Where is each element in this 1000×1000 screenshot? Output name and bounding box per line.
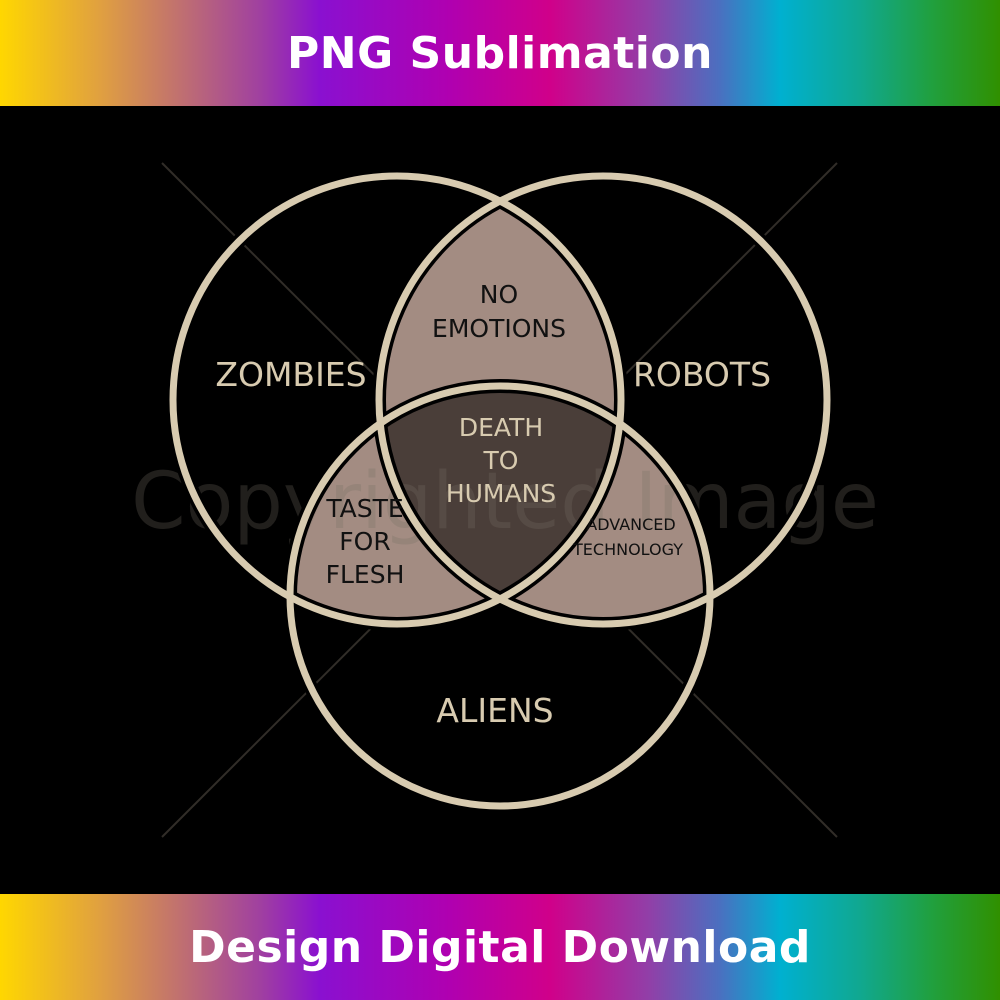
svg-text:FLESH: FLESH — [326, 560, 405, 589]
circle-zombies — [169, 172, 625, 628]
svg-text:EMOTIONS: EMOTIONS — [432, 314, 566, 343]
label-aliens: ALIENS — [436, 691, 553, 730]
watermark-text: Copyrighted Image — [131, 457, 879, 547]
circle-outlines — [166, 169, 834, 813]
svg-text:DEATH: DEATH — [459, 413, 543, 442]
circle-aliens — [286, 382, 714, 810]
svg-text:TASTE: TASTE — [325, 494, 403, 523]
svg-text:ADVANCED: ADVANCED — [586, 515, 675, 534]
venn-diagram: Copyrighted Image ZOMBIES ROBOTS ALIENS … — [131, 162, 879, 838]
bottom-banner: Design Digital Download — [0, 894, 1000, 1000]
top-banner: PNG Sublimation — [0, 0, 1000, 106]
label-taste-for-flesh: TASTE FOR FLESH — [325, 494, 404, 589]
label-death-to-humans: DEATH TO HUMANS — [446, 413, 556, 508]
label-advanced-technology: ADVANCED TECHNOLOGY — [572, 515, 683, 559]
svg-text:NO: NO — [480, 280, 518, 309]
svg-text:HUMANS: HUMANS — [446, 479, 556, 508]
circle-robots — [375, 172, 831, 628]
banner-subtitle: Design Digital Download — [189, 921, 811, 973]
label-robots: ROBOTS — [633, 355, 771, 394]
venn-stage: Copyrighted Image ZOMBIES ROBOTS ALIENS … — [0, 106, 1000, 894]
svg-text:TECHNOLOGY: TECHNOLOGY — [572, 540, 683, 559]
svg-text:TO: TO — [483, 446, 519, 475]
label-zombies: ZOMBIES — [215, 355, 366, 394]
label-no-emotions: NO EMOTIONS — [432, 280, 566, 343]
svg-text:FOR: FOR — [339, 527, 390, 556]
banner-title: PNG Sublimation — [287, 27, 713, 79]
